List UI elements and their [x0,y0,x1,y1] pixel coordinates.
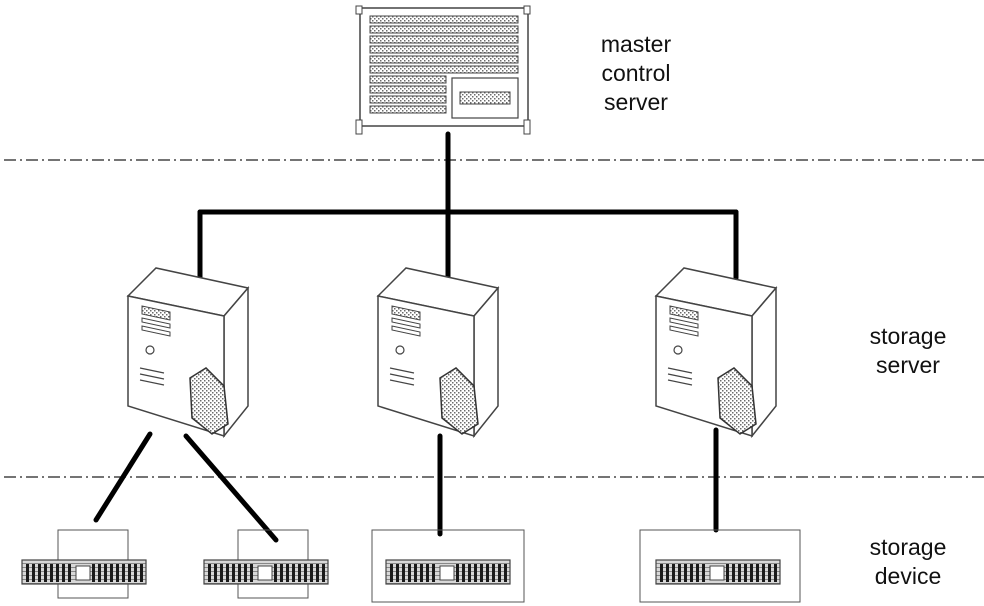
label-line: master [600,31,672,57]
storage-device-label: storage device [838,533,978,591]
master-control-server-label: master control server [566,30,706,117]
storage-server-icon [655,267,777,437]
storage-device-icon [371,529,525,603]
storage-server-icon [127,267,249,437]
label-line: storage [869,323,947,349]
label-line: server [604,89,668,115]
label-line: storage [869,534,947,560]
storage-device-icon [203,529,329,599]
label-line: server [876,352,940,378]
storage-device-icon [639,529,801,603]
storage-server-icon [377,267,499,437]
label-line: control [601,60,671,86]
network-links [197,131,739,287]
storage-server-label: storage server [838,322,978,380]
master-server-icon [355,5,531,135]
label-line: device [874,563,942,589]
storage-device-icon [21,529,147,599]
device-links [93,427,719,543]
